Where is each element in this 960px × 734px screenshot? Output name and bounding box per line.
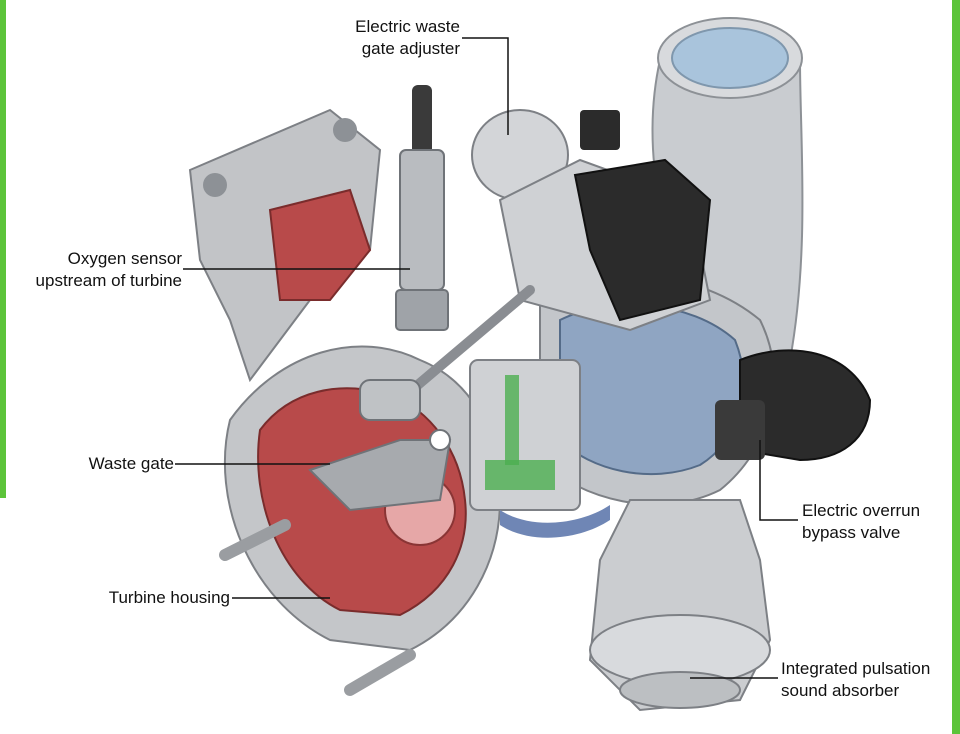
label-oxygen-sensor: Oxygen sensor upstream of turbine bbox=[4, 248, 182, 292]
wastegate-actuator-shape bbox=[471, 109, 712, 332]
wastegate-linkage bbox=[308, 285, 535, 512]
bearing-housing-shape bbox=[469, 359, 610, 538]
leader-wastegate-adjuster bbox=[462, 37, 509, 135]
oxygen-sensor-shape bbox=[395, 85, 449, 331]
leader-overrun-valve bbox=[759, 440, 798, 521]
compressor-outlet-pipe bbox=[651, 17, 804, 362]
label-overrun-valve: Electric overrun bypass valve bbox=[802, 500, 952, 544]
label-wastegate-adjuster-line1: Electric waste bbox=[355, 17, 460, 36]
overrun-valve-shape bbox=[715, 349, 872, 462]
label-turbine-housing-line1: Turbine housing bbox=[108, 588, 230, 607]
label-waste-gate: Waste gate bbox=[60, 453, 174, 475]
label-wastegate-adjuster-line2: gate adjuster bbox=[361, 39, 460, 58]
green-frame-left bbox=[0, 0, 6, 498]
pulsation-absorber-shape bbox=[588, 499, 772, 712]
label-pulsation-absorber: Integrated pulsation sound absorber bbox=[781, 658, 953, 702]
manifold-flange bbox=[188, 108, 382, 383]
label-overrun-valve-line1: Electric overrun bbox=[802, 501, 921, 520]
label-pulsation-absorber-line2: sound absorber bbox=[781, 681, 900, 700]
label-waste-gate-line1: Waste gate bbox=[88, 454, 174, 473]
label-oxygen-sensor-line2: upstream of turbine bbox=[35, 271, 182, 290]
label-overrun-valve-line2: bypass valve bbox=[802, 523, 901, 542]
label-turbine-housing: Turbine housing bbox=[66, 587, 230, 609]
green-frame-right bbox=[952, 0, 960, 734]
leader-lines bbox=[175, 37, 798, 679]
label-pulsation-absorber-line1: Integrated pulsation bbox=[781, 659, 931, 678]
label-oxygen-sensor-line1: Oxygen sensor bbox=[67, 249, 182, 268]
mounting-studs bbox=[219, 519, 416, 696]
label-wastegate-adjuster: Electric waste gate adjuster bbox=[318, 16, 460, 60]
